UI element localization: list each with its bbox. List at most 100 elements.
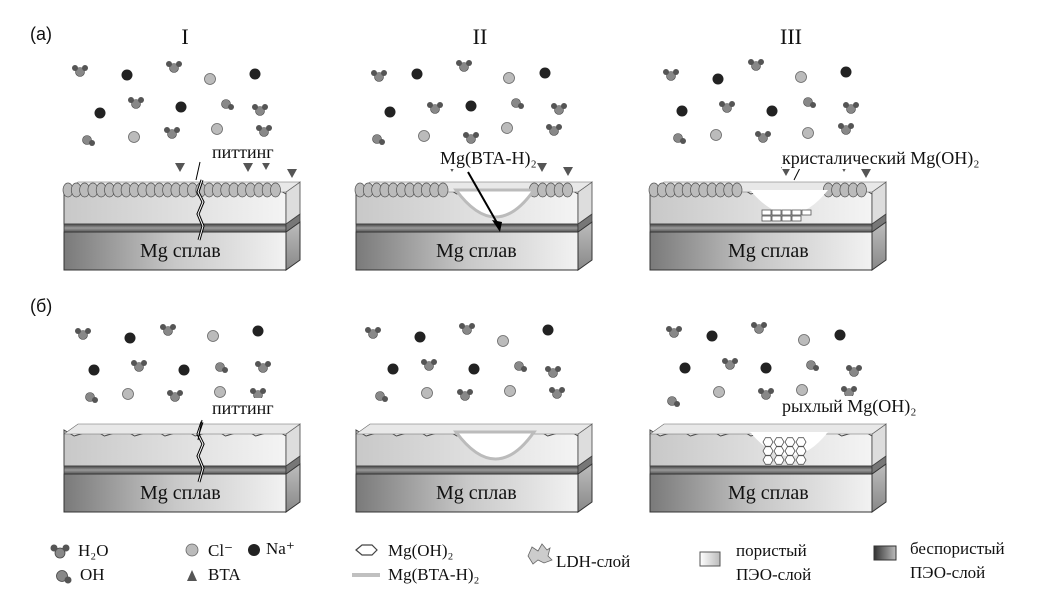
legend-porous-2: ПЭО-слой bbox=[736, 565, 812, 584]
substrate-label-a1: Mg сплав bbox=[140, 240, 221, 262]
na-ion bbox=[252, 325, 264, 337]
pit bbox=[750, 190, 828, 214]
crystal-mgoh2 bbox=[771, 215, 782, 222]
h2o-molecule bbox=[748, 59, 764, 71]
oh-ion bbox=[806, 360, 819, 371]
crystal-mgoh2 bbox=[801, 209, 812, 216]
legend-ldh-icon bbox=[527, 543, 553, 565]
na-ion bbox=[760, 362, 772, 374]
oh-ion bbox=[673, 133, 686, 144]
h2o-molecule bbox=[131, 360, 147, 372]
h2o-molecule bbox=[255, 361, 271, 373]
substrate-front bbox=[355, 231, 579, 271]
h2o-molecule bbox=[546, 124, 562, 136]
pitting-crack-core bbox=[197, 179, 204, 241]
panel-a-label: (а) bbox=[30, 24, 52, 44]
na-ion bbox=[706, 330, 718, 342]
na-ion bbox=[468, 363, 480, 375]
loose-mgoh2 bbox=[773, 455, 785, 465]
h2o-molecule bbox=[545, 366, 561, 378]
cl-ion bbox=[204, 73, 216, 85]
h2o-molecule bbox=[843, 102, 859, 114]
bta-molecule bbox=[537, 163, 547, 172]
ldh-flake bbox=[437, 182, 449, 198]
legend-h2o-icon bbox=[50, 544, 70, 559]
crystal-mgoh2 bbox=[761, 209, 772, 216]
loose-mgoh2 bbox=[762, 446, 774, 456]
substrate-label-b1: Mg сплав bbox=[140, 482, 221, 504]
legend-porous-icon bbox=[699, 551, 721, 567]
particles-layer bbox=[72, 59, 871, 407]
pitting-label-b: питтинг bbox=[212, 398, 274, 419]
bta-molecule bbox=[563, 167, 573, 176]
h2o-molecule bbox=[838, 123, 854, 135]
oh-ion bbox=[372, 134, 385, 145]
h2o-molecule bbox=[72, 65, 88, 77]
block-b1 bbox=[63, 421, 301, 513]
bta-molecule bbox=[781, 167, 791, 176]
substrate-label-a3: Mg сплав bbox=[728, 240, 809, 262]
cl-ion bbox=[207, 330, 219, 342]
loose-mgoh2 bbox=[795, 455, 807, 465]
crystal-mgoh2 bbox=[781, 209, 792, 216]
h2o-molecule bbox=[421, 359, 437, 371]
legend-ldh: LDH-слой bbox=[556, 552, 631, 571]
porous-peo-layer bbox=[63, 429, 287, 467]
arrow-layer bbox=[195, 161, 801, 441]
h2o-molecule bbox=[722, 358, 738, 370]
block-a3 bbox=[648, 181, 887, 271]
cl-ion bbox=[122, 388, 134, 400]
h2o-molecule bbox=[459, 323, 475, 335]
legend-nonporous-1: беспористый bbox=[910, 539, 1005, 558]
na-ion bbox=[465, 100, 477, 112]
oh-ion bbox=[82, 135, 95, 146]
barrier-layer bbox=[63, 223, 287, 233]
bta-molecule bbox=[287, 169, 297, 178]
na-ion bbox=[676, 105, 688, 117]
loose-mgoh2 bbox=[784, 437, 796, 447]
pitting-crack-marker-b bbox=[197, 419, 203, 441]
cl-ion bbox=[421, 387, 433, 399]
oh-ion bbox=[221, 99, 234, 110]
column-title-1: I bbox=[181, 24, 189, 49]
cl-ion bbox=[497, 335, 509, 347]
pitting-label-a: питтинг bbox=[212, 142, 274, 163]
na-ion bbox=[121, 69, 133, 81]
loose-mgoh2 bbox=[773, 437, 785, 447]
oh-ion bbox=[511, 98, 524, 109]
bta-molecule bbox=[861, 169, 871, 178]
barrier-layer bbox=[63, 465, 287, 475]
block-b2 bbox=[355, 423, 593, 513]
legend-porous-1: пористый bbox=[736, 541, 807, 560]
substrate-label-b2: Mg сплав bbox=[436, 482, 517, 504]
legend-mgoh2-icon bbox=[355, 544, 378, 556]
na-ion bbox=[387, 363, 399, 375]
legend-mgbta-icon bbox=[352, 573, 380, 577]
na-ion bbox=[834, 329, 846, 341]
h2o-molecule bbox=[427, 102, 443, 114]
barrier-layer bbox=[355, 465, 579, 475]
bta-molecule bbox=[175, 163, 185, 172]
h2o-molecule bbox=[755, 131, 771, 143]
crystal-mgoh2 bbox=[781, 215, 792, 222]
h2o-molecule bbox=[160, 324, 176, 336]
loose-mgoh2-label: рыхлый Mg(OH)₂ bbox=[782, 396, 917, 417]
legend-na: Na⁺ bbox=[266, 539, 295, 558]
loose-mgoh2 bbox=[762, 455, 774, 465]
substrate-label-a2: Mg сплав bbox=[436, 240, 517, 262]
legend-cl-icon bbox=[185, 543, 199, 557]
legend-icons bbox=[50, 543, 897, 584]
legend-nonporous-2: ПЭО-слой bbox=[910, 563, 986, 582]
h2o-molecule bbox=[463, 132, 479, 144]
block-a1 bbox=[62, 179, 301, 271]
pitting-crack-core bbox=[197, 421, 204, 483]
na-ion bbox=[840, 66, 852, 78]
na-ion bbox=[414, 331, 426, 343]
legend-oh: OH bbox=[80, 565, 105, 584]
na-ion bbox=[178, 364, 190, 376]
legend-nonporous-icon bbox=[873, 545, 897, 561]
bta-molecule bbox=[243, 163, 253, 172]
h2o-molecule bbox=[663, 69, 679, 81]
barrier-layer bbox=[649, 465, 873, 475]
substrate-front bbox=[63, 231, 287, 271]
